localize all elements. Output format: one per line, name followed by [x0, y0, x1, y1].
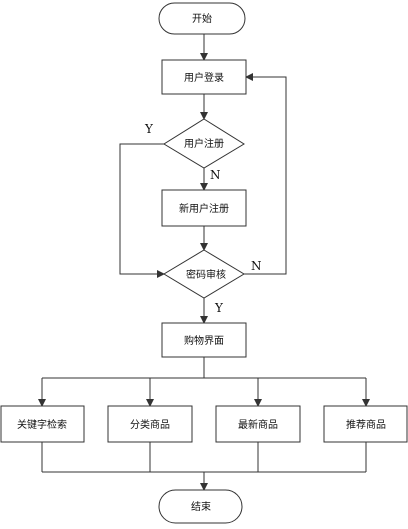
user-register-decision	[163, 118, 245, 169]
login-process	[161, 59, 247, 95]
password-review-decision	[163, 249, 245, 299]
edge-label-no-right: N	[251, 259, 262, 273]
start-terminal	[158, 2, 246, 35]
category-products-process	[107, 405, 193, 443]
recommended-products-process	[323, 405, 408, 443]
new-user-register-process	[161, 189, 247, 227]
end-label: 结束	[191, 500, 211, 513]
start-label: 开始	[192, 12, 212, 25]
end-terminal	[158, 489, 243, 524]
newest-products-process	[215, 405, 301, 443]
recommended-products-label: 推荐商品	[346, 418, 386, 431]
edge-no-loop	[244, 73, 287, 275]
edge-yes-bypass	[119, 143, 165, 278]
user-register-label: 用户注册	[184, 137, 224, 150]
new-user-register-label: 新用户注册	[179, 202, 229, 215]
category-products-label: 分类商品	[130, 418, 170, 431]
shopping-ui-label: 购物界面	[184, 334, 224, 347]
newest-products-label: 最新商品	[238, 418, 278, 431]
shopping-ui-process	[161, 322, 247, 358]
edge-label-no-down: N	[210, 168, 221, 182]
keyword-search-process	[0, 405, 85, 443]
login-label: 用户登录	[184, 71, 224, 84]
edge-label-yes-down: Y	[214, 301, 224, 315]
password-review-label: 密码审核	[186, 268, 226, 281]
edge-label-yes-left: Y	[144, 122, 154, 136]
keyword-search-label: 关键字检索	[17, 418, 67, 431]
